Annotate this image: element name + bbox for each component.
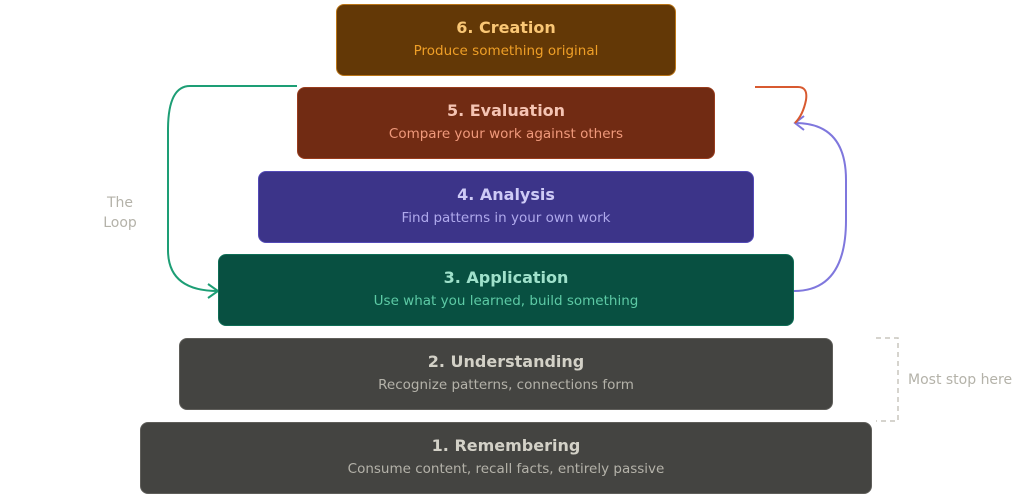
loop-label: The Loop: [103, 195, 137, 231]
loop-arrow-green: [167, 85, 297, 292]
level-subtitle: Consume content, recall facts, entirely …: [347, 461, 665, 477]
level-subtitle: Produce something original: [413, 43, 599, 59]
level-subtitle: Find patterns in your own work: [401, 210, 611, 226]
level-title: 3. Application: [443, 268, 569, 287]
level-title: 6. Creation: [456, 18, 556, 37]
loop-arrow-orange: [755, 86, 808, 124]
level-title: 2. Understanding: [427, 352, 585, 371]
level-subtitle: Compare your work against others: [388, 126, 624, 142]
level-title: 1. Remembering: [431, 436, 581, 455]
level-4-analysis: 4. Analysis Find patterns in your own wo…: [258, 171, 754, 243]
stop-label: Most stop here: [908, 372, 1013, 388]
level-title: 5. Evaluation: [446, 101, 566, 120]
level-title: 4. Analysis: [457, 185, 555, 204]
level-subtitle: Recognize patterns, connections form: [378, 377, 634, 393]
level-1-remembering: 1. Remembering Consume content, recall f…: [140, 422, 872, 494]
level-5-evaluation: 5. Evaluation Compare your work against …: [297, 87, 715, 159]
level-subtitle: Use what you learned, build something: [373, 293, 639, 309]
level-3-application: 3. Application Use what you learned, bui…: [218, 254, 794, 326]
level-6-creation: 6. Creation Produce something original: [336, 4, 676, 76]
loop-arrow-purple: [793, 122, 847, 292]
stop-bracket: [876, 337, 899, 422]
level-2-understanding: 2. Understanding Recognize patterns, con…: [179, 338, 833, 410]
